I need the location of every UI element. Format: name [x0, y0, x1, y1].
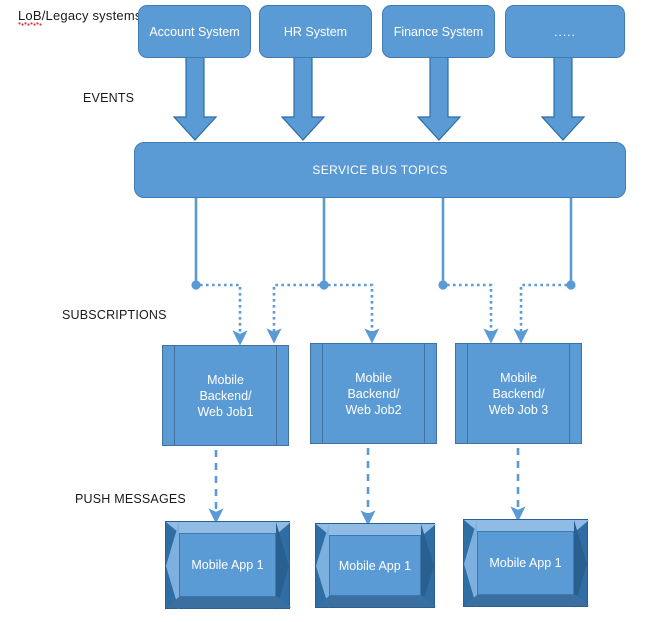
backend-box-web-job-3[interactable]: Mobile Backend/ Web Job 3	[455, 343, 582, 444]
backend-box-web-job-1[interactable]: Mobile Backend/ Web Job1	[162, 345, 289, 446]
mobile-app-face: Mobile App 1	[329, 535, 421, 596]
subscription-link-1	[200, 283, 248, 346]
mobile-app-label: Mobile App 1	[191, 558, 264, 572]
bevel-frame	[316, 524, 436, 608]
backend-label-line: Mobile	[500, 370, 537, 385]
junction-dot-2	[319, 280, 329, 290]
source-box-label: .....	[554, 24, 576, 39]
service-bus-topics-box[interactable]: SERVICE BUS TOPICS	[134, 142, 626, 198]
event-arrow-hr	[280, 51, 326, 141]
backend-label-line: Web Job1	[197, 404, 254, 419]
junction-dot-1	[191, 280, 201, 290]
source-box-hr-system[interactable]: HR System	[259, 5, 372, 58]
subscription-link-5	[513, 283, 567, 344]
source-box-label: Finance System	[393, 24, 484, 39]
backend-label-line: Web Job 3	[488, 402, 549, 417]
event-block-arrows	[172, 51, 586, 141]
push-message-links	[208, 448, 526, 526]
stage-label-push-messages: PUSH MESSAGES	[75, 492, 186, 506]
backend-label-line: Backend/	[347, 386, 400, 401]
source-box-label: Account System	[149, 24, 240, 39]
mobile-app-box-2[interactable]: Mobile App 1	[315, 523, 436, 608]
mobile-app-label: Mobile App 1	[489, 556, 562, 570]
event-arrow-account	[172, 51, 218, 141]
junction-dot-4	[566, 280, 576, 290]
bevel-frame	[464, 520, 589, 608]
process-bar-right	[569, 344, 570, 443]
process-bar-left	[467, 344, 468, 443]
subscription-dotted-links	[200, 283, 567, 346]
lob-label-rest: /Legacy systems	[41, 8, 142, 23]
source-box-account-system[interactable]: Account System	[138, 5, 251, 58]
event-arrow-finance	[416, 51, 462, 141]
subscription-drop-lines	[194, 198, 573, 285]
service-bus-topics-label: SERVICE BUS TOPICS	[312, 163, 448, 177]
event-arrow-more	[540, 51, 586, 141]
backend-box-label: Mobile Backend/ Web Job 3	[475, 370, 563, 418]
backend-box-label: Mobile Backend/ Web Job1	[183, 372, 267, 420]
backend-label-line: Backend/	[492, 386, 545, 401]
backend-box-label: Mobile Backend/ Web Job2	[331, 370, 415, 418]
mobile-app-box-1[interactable]: Mobile App 1	[165, 521, 291, 610]
process-bar-left	[174, 346, 175, 445]
source-box-more[interactable]: .....	[505, 5, 625, 58]
lob-misspelled-word: LoB	[18, 8, 42, 26]
process-bar-left	[322, 344, 323, 443]
subscription-link-3	[328, 283, 380, 344]
mobile-app-box-3[interactable]: Mobile App 1	[463, 519, 589, 608]
stage-label-events: EVENTS	[83, 91, 135, 105]
backend-box-web-job-2[interactable]: Mobile Backend/ Web Job2	[310, 343, 437, 444]
mobile-app-face: Mobile App 1	[477, 531, 574, 595]
junction-dot-3	[438, 280, 448, 290]
backend-label-line: Mobile	[207, 372, 244, 387]
subscription-link-4	[447, 283, 499, 344]
subscription-link-2	[266, 283, 320, 344]
mobile-app-label: Mobile App 1	[338, 558, 412, 573]
backend-label-line: Web Job2	[345, 402, 402, 417]
stage-label-lob: LoB/Legacy systems	[18, 8, 142, 23]
backend-label-line: Backend/	[199, 388, 252, 403]
mobile-app-face: Mobile App 1	[179, 533, 276, 597]
source-box-label: HR System	[283, 24, 348, 39]
stage-label-subscriptions: SUBSCRIPTIONS	[62, 308, 167, 322]
backend-label-line: Mobile	[355, 370, 392, 385]
process-bar-right	[424, 344, 425, 443]
process-bar-right	[276, 346, 277, 445]
bevel-frame	[166, 522, 291, 610]
source-box-finance-system[interactable]: Finance System	[382, 5, 495, 58]
subscription-junction-dots	[191, 280, 576, 290]
